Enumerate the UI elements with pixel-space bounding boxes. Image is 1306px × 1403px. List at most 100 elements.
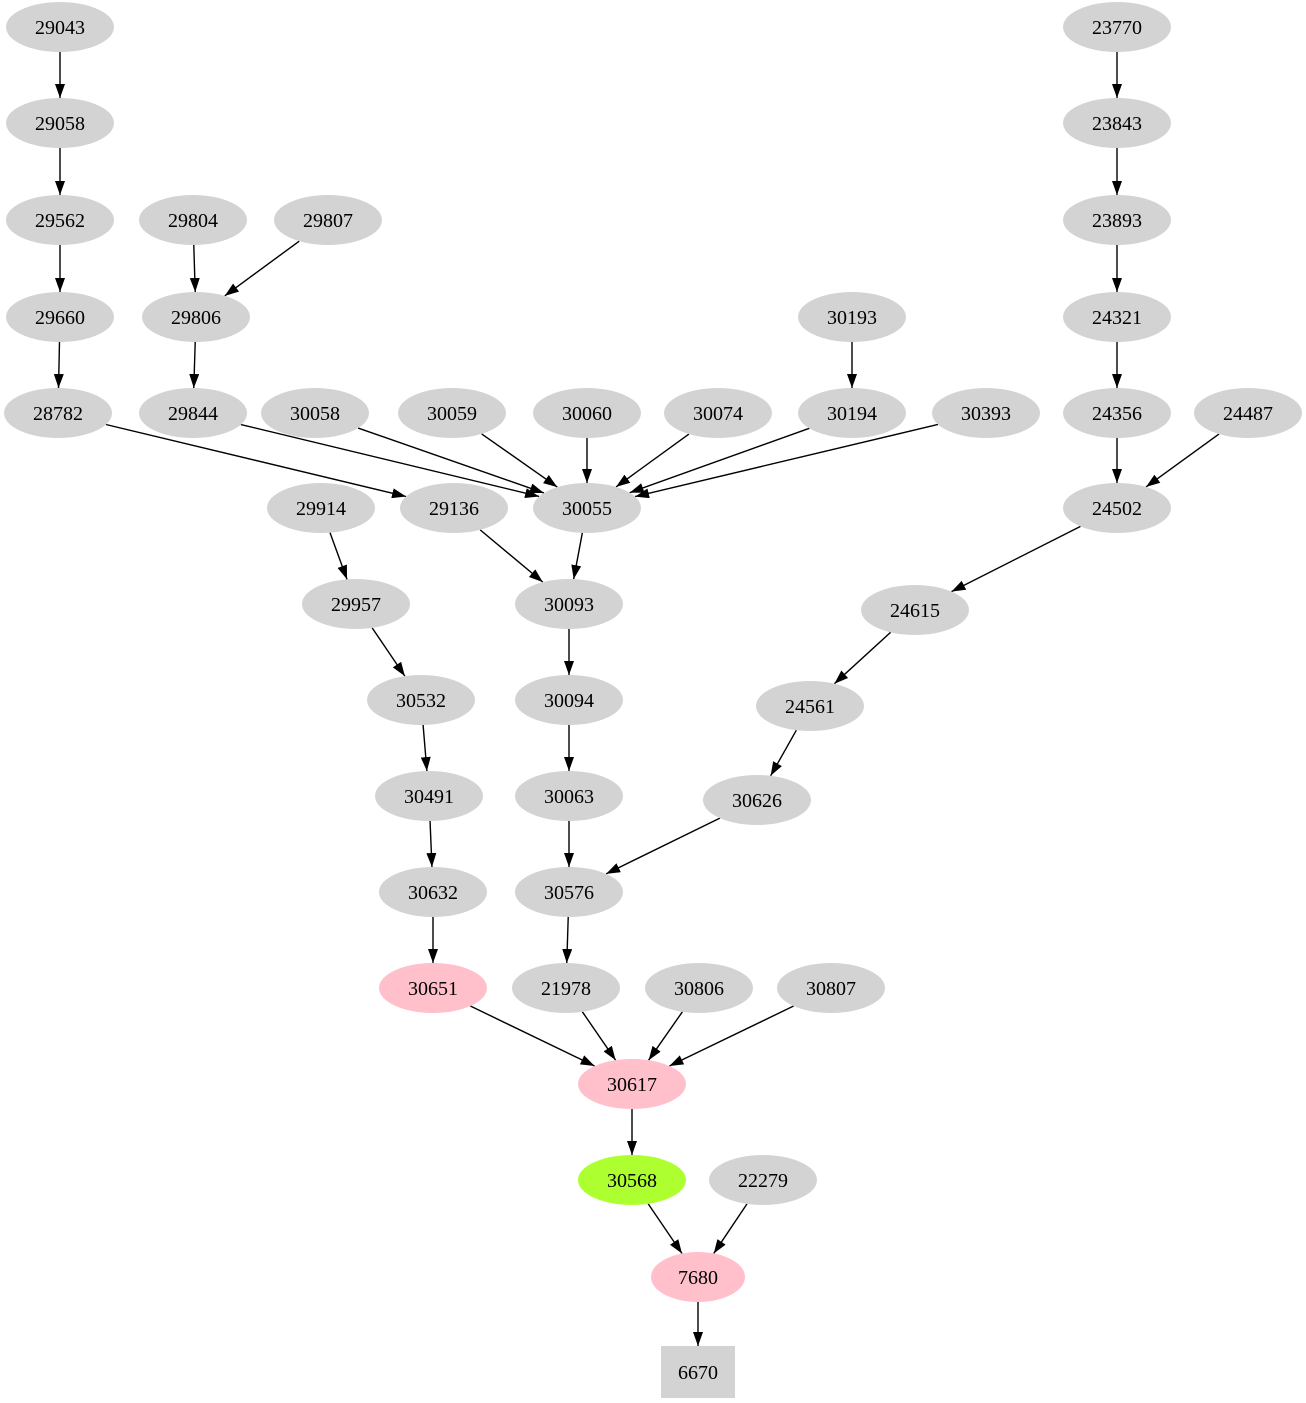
node-30576: 30576: [515, 867, 623, 917]
node-30055: 30055: [533, 483, 641, 533]
node-label: 30491: [404, 786, 454, 808]
node-label: 30532: [396, 690, 446, 712]
node-label: 29807: [303, 210, 353, 232]
node-label: 30063: [544, 786, 594, 808]
node-label: 28782: [33, 403, 83, 425]
node-ellipse-shape: [798, 292, 906, 342]
node-ellipse-shape: [1063, 2, 1171, 52]
node-label: 22279: [738, 1170, 788, 1192]
node-ellipse-shape: [379, 963, 487, 1013]
node-29660: 29660: [6, 292, 114, 342]
edge-30059-30055: [481, 433, 558, 488]
edge-30807-30617: [669, 1005, 794, 1067]
node-29844: 29844: [139, 388, 247, 438]
node-21978: 21978: [512, 963, 620, 1013]
node-ellipse-shape: [645, 963, 753, 1013]
node-30058: 30058: [261, 388, 369, 438]
node-ellipse-shape: [1063, 195, 1171, 245]
node-30651: 30651: [379, 963, 487, 1013]
node-label: 23770: [1092, 17, 1142, 39]
node-ellipse-shape: [515, 675, 623, 725]
edge-29914-29957: [329, 532, 348, 580]
edge-24502-24615: [951, 525, 1081, 593]
node-ellipse-shape: [709, 1155, 817, 1205]
node-29562: 29562: [6, 195, 114, 245]
node-ellipse-shape: [379, 867, 487, 917]
node-24615: 24615: [861, 585, 969, 635]
edge-29660-28782: [53, 341, 64, 389]
node-label: 23893: [1092, 210, 1142, 232]
edge-30576-21978: [562, 916, 573, 964]
node-label: 24615: [890, 600, 940, 622]
edge-30393-30055: [634, 423, 939, 499]
edge-30074-30055: [615, 433, 690, 488]
node-ellipse-shape: [932, 388, 1040, 438]
node-7680: 7680: [651, 1252, 745, 1302]
node-label: 29562: [35, 210, 85, 232]
edge-24487-24502: [1145, 433, 1220, 488]
node-ellipse-shape: [664, 388, 772, 438]
edge-30626-30576: [605, 817, 721, 875]
node-label: 30060: [562, 403, 612, 425]
edge-24615-24561: [833, 631, 892, 685]
node-30532: 30532: [367, 675, 475, 725]
node-30059: 30059: [398, 388, 506, 438]
node-30063: 30063: [515, 771, 623, 821]
node-30060: 30060: [533, 388, 641, 438]
node-ellipse-shape: [578, 1059, 686, 1109]
node-label: 29043: [35, 17, 85, 39]
node-24561: 24561: [756, 681, 864, 731]
node-30632: 30632: [379, 867, 487, 917]
node-29136: 29136: [400, 483, 508, 533]
node-ellipse-shape: [515, 579, 623, 629]
node-ellipse-shape: [398, 388, 506, 438]
node-30491: 30491: [375, 771, 483, 821]
node-29806: 29806: [142, 292, 250, 342]
node-29914: 29914: [267, 483, 375, 533]
edge-29844-30055: [240, 423, 540, 499]
node-label: 29844: [168, 403, 218, 425]
node-ellipse-shape: [367, 675, 475, 725]
node-29058: 29058: [6, 98, 114, 148]
node-ellipse-shape: [861, 585, 969, 635]
node-ellipse-shape: [400, 483, 508, 533]
node-label: 29914: [296, 498, 346, 520]
node-label: 30093: [544, 594, 594, 616]
node-label: 30632: [408, 882, 458, 904]
node-23843: 23843: [1063, 98, 1171, 148]
node-label: 7680: [678, 1267, 718, 1289]
node-label: 29136: [429, 498, 479, 520]
node-label: 30626: [732, 790, 782, 812]
node-label: 30058: [290, 403, 340, 425]
node-ellipse-shape: [1063, 98, 1171, 148]
edge-30532-30491: [420, 724, 431, 772]
node-label: 29058: [35, 113, 85, 135]
node-ellipse-shape: [515, 867, 623, 917]
node-ellipse-shape: [6, 195, 114, 245]
node-ellipse-shape: [515, 771, 623, 821]
node-label: 30074: [693, 403, 743, 425]
node-label: 30194: [827, 403, 877, 425]
node-30806: 30806: [645, 963, 753, 1013]
node-label: 24356: [1092, 403, 1142, 425]
node-ellipse-shape: [756, 681, 864, 731]
node-24502: 24502: [1063, 483, 1171, 533]
node-ellipse-shape: [533, 483, 641, 533]
node-29957: 29957: [302, 579, 410, 629]
node-ellipse-shape: [651, 1252, 745, 1302]
node-label: 30568: [607, 1170, 657, 1192]
node-30617: 30617: [578, 1059, 686, 1109]
node-29807: 29807: [274, 195, 382, 245]
edge-30058-30055: [357, 427, 545, 494]
node-label: 29804: [168, 210, 218, 232]
node-ellipse-shape: [261, 388, 369, 438]
node-ellipse-shape: [512, 963, 620, 1013]
node-label: 29806: [171, 307, 221, 329]
node-ellipse-shape: [4, 388, 112, 438]
node-label: 21978: [541, 978, 591, 1000]
node-23893: 23893: [1063, 195, 1171, 245]
edge-24561-30626: [770, 729, 797, 777]
